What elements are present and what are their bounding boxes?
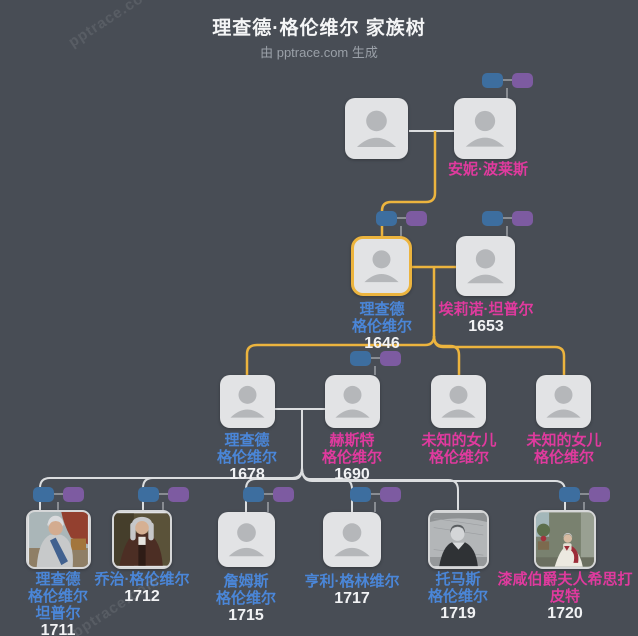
father-badge-icon [33, 487, 54, 502]
badge-drop-1711 [54, 493, 63, 510]
father-badge-icon [559, 487, 580, 502]
father-badge-icon [350, 351, 371, 366]
parents-badge-1720[interactable] [559, 487, 610, 502]
person-card-henry1717[interactable] [323, 512, 381, 567]
mother-badge-icon [406, 211, 427, 226]
child-edge-daughter1 [432, 335, 461, 375]
parents-badge-1712[interactable] [138, 487, 189, 502]
avatar-placeholder-icon [228, 523, 265, 557]
avatar-placeholder-icon [335, 385, 370, 418]
parents-badge-eleanor1653[interactable] [482, 211, 533, 226]
birth-year: 1715 [228, 607, 264, 624]
parents-badge-anne[interactable] [482, 73, 533, 88]
child-edge-1678 [245, 335, 436, 375]
page-title: 理查德·格伦维尔 家族树 [212, 18, 426, 39]
badge-drop-1715 [264, 493, 273, 512]
person-card-george1712[interactable] [112, 510, 172, 569]
badge-drop-1717 [371, 493, 380, 512]
person-card-thomas1719[interactable] [428, 510, 489, 569]
birth-year: 1690 [334, 466, 370, 483]
person-card-eleanor1653[interactable] [456, 236, 515, 296]
person-label-richardtemple1711: 理查德 格伦维尔 坦普尔 1711 [28, 571, 88, 636]
mother-badge-icon [512, 211, 533, 226]
person-label-richard1646: 理查德 格伦维尔 1646 [351, 301, 413, 352]
person-card-father[interactable] [345, 98, 408, 159]
avatar-placeholder-icon [334, 523, 370, 557]
person-card-anne[interactable] [454, 98, 516, 159]
mother-badge-icon [380, 351, 401, 366]
parents-badge-1715[interactable] [243, 487, 294, 502]
person-card-richardtemple1711[interactable] [26, 510, 91, 569]
birth-year: 1653 [468, 318, 504, 335]
mother-badge-icon [63, 487, 84, 502]
portrait-richard-grenville-temple-image [29, 512, 88, 567]
person-label-james1715: 詹姆斯 格伦维尔 1715 [215, 573, 277, 624]
child-edge-1715 [245, 467, 303, 512]
mother-badge-icon [168, 487, 189, 502]
person-card-daughter2[interactable] [536, 375, 591, 428]
parents-badge-hester1690[interactable] [350, 351, 401, 366]
person-label-hester1690: 赫斯特 格伦维尔 1690 [321, 432, 383, 483]
portrait-george-grenville-image [114, 513, 170, 566]
avatar-placeholder-icon [467, 249, 504, 284]
mother-badge-icon [273, 487, 294, 502]
avatar-placeholder-icon [356, 110, 397, 147]
person-label-henry1717: 亨利·格林维尔 1717 [304, 573, 400, 607]
person-label-thomas1719: 托马斯 格伦维尔 1719 [427, 571, 489, 622]
person-card-richard1678[interactable] [220, 375, 275, 428]
mother-badge-icon [380, 487, 401, 502]
birth-year: 1717 [334, 590, 370, 607]
mother-badge-icon [512, 73, 533, 88]
birth-year: 1712 [124, 588, 160, 605]
child-edge-daughter2 [432, 335, 566, 375]
person-card-james1715[interactable] [218, 512, 275, 567]
father-badge-icon [376, 211, 397, 226]
parents-badge-1717[interactable] [350, 487, 401, 502]
person-label-daughter1: 未知的女儿 格伦维尔 [421, 432, 497, 466]
badge-drop-eleanor1653 [503, 217, 512, 237]
portrait-hester-pitt-image [536, 512, 594, 567]
avatar-placeholder-icon [546, 385, 581, 418]
birth-year: 1720 [547, 605, 583, 622]
badge-drop-hester1690 [371, 357, 380, 375]
avatar-placeholder-icon [230, 385, 265, 418]
birth-year: 1719 [440, 605, 476, 622]
birth-year: 1711 [40, 622, 76, 636]
person-label-anne: 安妮·波莱斯 [448, 161, 528, 178]
avatar-placeholder-icon [441, 385, 476, 418]
person-card-richard1646-highlighted[interactable] [351, 236, 412, 296]
parents-badge-richard1646[interactable] [376, 211, 427, 226]
portrait-thomas-grenville-image [430, 512, 487, 567]
father-badge-icon [482, 73, 503, 88]
father-badge-icon [243, 487, 264, 502]
avatar-placeholder-icon [364, 250, 399, 283]
birth-year: 1646 [364, 335, 400, 352]
father-badge-icon [350, 487, 371, 502]
badge-drop-1720 [580, 493, 589, 510]
person-label-hesterpitt1720: 漆咸伯爵夫人希思打 皮特 1720 [497, 571, 633, 622]
father-badge-icon [482, 211, 503, 226]
person-label-richard1678: 理查德 格伦维尔 1678 [216, 432, 278, 483]
subtitle: 由 pptrace.com 生成 [260, 45, 378, 60]
father-badge-icon [138, 487, 159, 502]
parents-badge-1711[interactable] [33, 487, 84, 502]
person-card-hester1690[interactable] [325, 375, 380, 428]
birth-year: 1678 [229, 466, 265, 483]
person-card-hesterpitt1720[interactable] [534, 510, 596, 569]
person-label-daughter2: 未知的女儿 格伦维尔 [526, 432, 602, 466]
lineage-edge-parents-to-richard1646 [380, 131, 437, 237]
person-label-eleanor1653: 埃莉诺·坦普尔 1653 [438, 301, 534, 335]
mother-badge-icon [589, 487, 610, 502]
person-card-daughter1[interactable] [431, 375, 486, 428]
badge-drop-richard1646 [397, 217, 406, 237]
badge-drop-anne [503, 79, 512, 99]
badge-drop-1712 [159, 493, 168, 510]
avatar-placeholder-icon [465, 110, 505, 147]
person-label-george1712: 乔治·格伦维尔 1712 [94, 571, 190, 605]
